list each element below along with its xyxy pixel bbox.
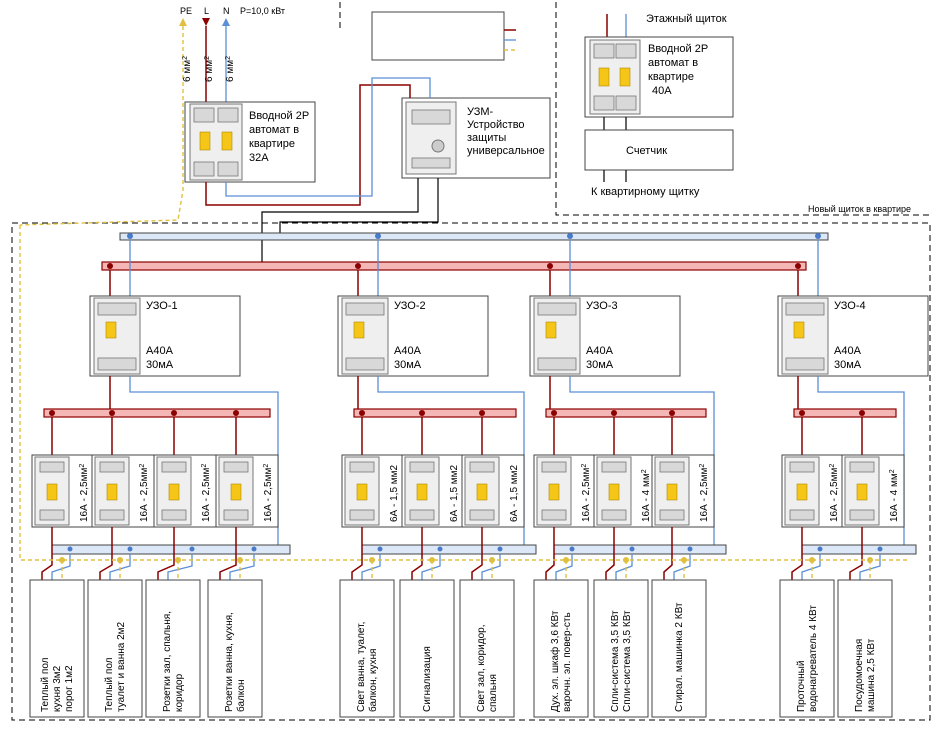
load-label: Теплый полкухня 3м2порог 1м2 (40, 657, 75, 712)
load-label: Свет ванна, туалет,балкон, кухня (356, 622, 379, 712)
bus-taps (107, 233, 821, 296)
breaker-label: 16А - 2,5мм2 (201, 464, 213, 522)
breaker-2: 16А - 2,5мм2 (91, 410, 155, 580)
load-2: Теплый полтуалет и ванна 2м2 (87, 579, 143, 718)
meter-box (584, 129, 734, 171)
breaker-9: 16А - 4 мм2 (593, 410, 657, 580)
breaker-10: 16А - 2,5мм2 (651, 410, 715, 580)
main-breaker-label: Вводной 2Р автомат в квартире 32А (249, 110, 312, 164)
load-6: Сигнализация (399, 579, 455, 718)
load-9: Спли-система 3,5 КВтСпли-система 3,5 КВт (593, 579, 649, 718)
breaker-label: 16А - 2,5мм2 (79, 464, 91, 522)
power-label: P=10,0 кВт (240, 6, 285, 16)
load-label: Свет зал, коридор,спальня (476, 625, 499, 712)
breaker-label: 6А - 1,5 мм2 (449, 464, 460, 522)
svg-text:6 мм2: 6 мм2 (204, 56, 216, 82)
svg-text:6 мм2: 6 мм2 (225, 56, 237, 82)
new-panel-border (11, 222, 931, 721)
phase-bus (101, 261, 807, 271)
breaker-12: 16А - 4 мм2 (841, 410, 905, 580)
n-arrow (222, 18, 230, 26)
breaker-label: 16А - 2,5мм2 (699, 464, 711, 522)
load-label: Сигнализация (422, 646, 433, 712)
load-label: Дух. эл. шкаф 3,6 КВтварочн. эл. повер-с… (549, 610, 573, 712)
uzm-label: УЗМ- Устройство защиты универсальное (467, 106, 545, 157)
new-panel-label: Новый щиток в квартире (808, 204, 911, 214)
breaker-label: 6А - 1,5 мм2 (389, 464, 400, 522)
breaker-label: 16А - 2,5мм2 (139, 464, 151, 522)
blank-box (371, 11, 505, 61)
floor-breaker-label: Вводной 2Р автомат в квартире 40А (648, 43, 711, 97)
breaker-6: 6А - 1,5 мм2 (401, 410, 465, 580)
load-5: Свет ванна, туалет,балкон, кухня (339, 579, 395, 718)
floor-breaker-device (589, 39, 641, 115)
breaker-label: 16А - 4 мм2 (889, 469, 901, 522)
l-label: L (204, 6, 209, 16)
pe-label: PE (180, 6, 192, 16)
neutral-bus (119, 232, 829, 241)
meter-label: Счетчик (626, 145, 667, 157)
floor-panel-title: Этажный щиток (646, 13, 727, 25)
breaker-label: 16А - 4 мм2 (641, 469, 653, 522)
floor-panel-border (555, 2, 930, 216)
svg-text:6 мм2: 6 мм2 (182, 56, 194, 82)
neutral-sub-bus (553, 544, 727, 555)
neutral-sub-bus (361, 544, 537, 555)
breaker-label: 16А - 2,5мм2 (263, 464, 275, 522)
load-8: Дух. эл. шкаф 3,6 КВтварочн. эл. повер-с… (533, 579, 589, 718)
phase-sub-bus (545, 408, 707, 418)
load-label: Розетки зал, спальня,коридор (162, 611, 185, 712)
breaker-label: 16А - 2,5мм2 (829, 464, 841, 522)
phase-sub-bus (353, 408, 517, 418)
wire-size-labels: 6 мм2 6 мм2 6 мм2 (182, 56, 237, 82)
load-11: Проточныйводонагреватель 4 КВт (779, 579, 835, 718)
breaker-5: 6А - 1,5 мм2 (341, 410, 405, 580)
n-label: N (223, 6, 230, 16)
phase-sub-bus (43, 408, 271, 418)
load-12: Посудомоечнаямашина 2,5 КВт (837, 579, 893, 718)
breaker-label: 16А - 2,5мм2 (581, 464, 593, 522)
load-label: Розетки ванна, кухня,балкон (224, 612, 247, 712)
breaker-group: 16А - 2,5мм2 16А - 2,5мм2 16А - 2,5мм2 16А … (19, 225, 917, 580)
load-label: Теплый полтуалет и ванна 2м2 (104, 621, 127, 712)
uzm-device (405, 101, 457, 175)
load-label: Стирал. машинка 2 КВт (674, 602, 685, 712)
l-arrow (202, 18, 210, 26)
breaker-label: 6А - 1,5 мм2 (509, 464, 520, 522)
load-10: Стирал. машинка 2 КВт (651, 579, 707, 718)
breaker-3: 16А - 2,5мм2 (153, 410, 217, 580)
load-label: Посудомоечнаямашина 2,5 КВт (854, 638, 877, 712)
breaker-8: 16А - 2,5мм2 (533, 410, 597, 580)
load-label: Проточныйводонагреватель 4 КВт (796, 605, 819, 712)
load-4: Розетки ванна, кухня,балкон (207, 579, 263, 718)
load-label: Спли-система 3,5 КВтСпли-система 3,5 КВт (610, 610, 633, 712)
phase-sub-bus (793, 408, 897, 418)
breaker-11: 16А - 2,5мм2 (781, 410, 845, 580)
main-breaker-device (189, 103, 243, 181)
load-group: Теплый полкухня 3м2порог 1м2 Теплый полту… (29, 579, 893, 718)
breaker-7: 6А - 1,5 мм2 (461, 410, 525, 580)
load-3: Розетки зал, спальня,коридор (145, 579, 201, 718)
pe-arrow (179, 18, 187, 26)
breaker-1: 16А - 2,5мм2 (31, 410, 95, 580)
load-1: Теплый полкухня 3м2порог 1м2 (29, 579, 85, 718)
load-7: Свет зал, коридор,спальня (459, 579, 515, 718)
to-panel-label: К квартирному щитку (591, 186, 700, 198)
